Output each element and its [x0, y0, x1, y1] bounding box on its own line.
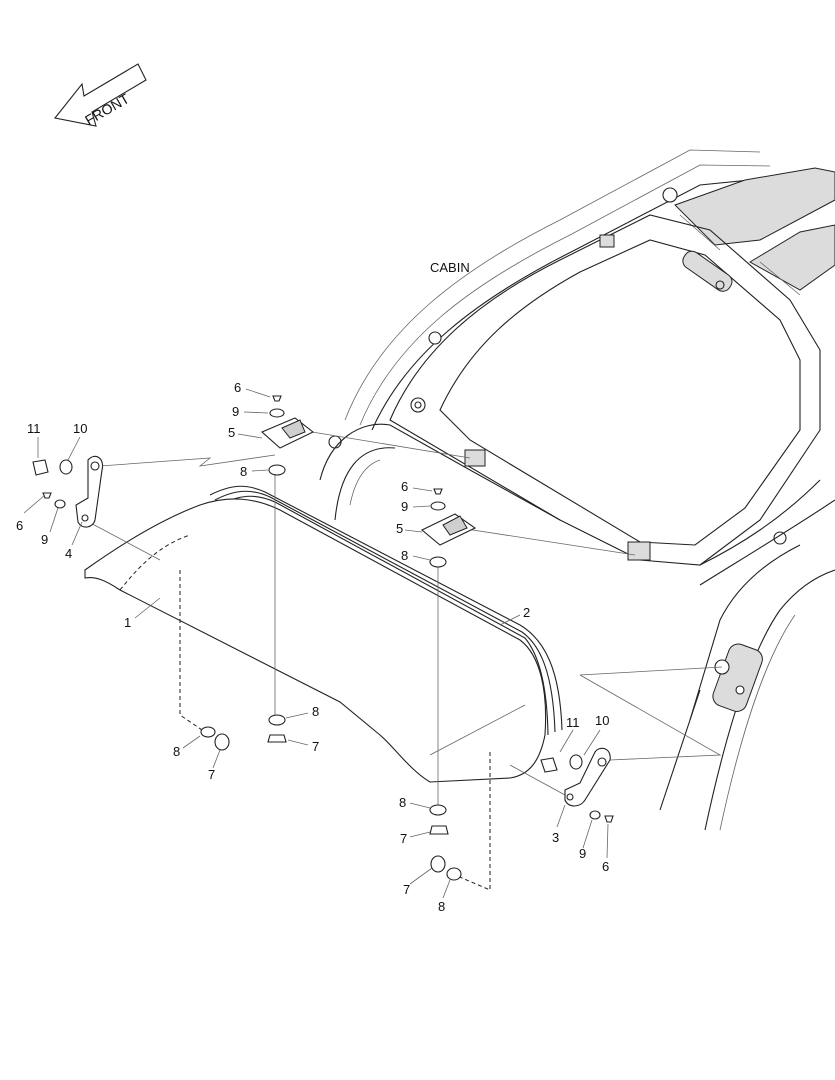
callout-5-top: 5	[228, 425, 235, 440]
callout-6-top: 6	[234, 380, 241, 395]
callout-9-left: 9	[41, 532, 48, 547]
callout-8-top: 8	[240, 464, 247, 479]
callout-7-left-bottom: 7	[208, 767, 215, 782]
callout-6-left: 6	[16, 518, 23, 533]
front-arrow-icon: FRONT	[54, 63, 147, 128]
leader-lines	[84, 429, 723, 891]
callout-2: 2	[523, 605, 530, 620]
callout-8-lower: 8	[399, 795, 406, 810]
seal-part-2	[209, 485, 563, 736]
callout-10-left: 10	[73, 421, 87, 436]
callout-numbers: 11 10 6 9 4 1 6 9 5 8 6 9 5 8 2 8 7 8 7 …	[16, 380, 609, 914]
cabin-drawing	[319, 149, 835, 831]
callout-1: 1	[124, 615, 131, 630]
callout-10-right: 10	[595, 713, 609, 728]
callout-6-mid: 6	[401, 479, 408, 494]
callout-3: 3	[552, 830, 559, 845]
hardware-mid	[420, 488, 477, 881]
left-bracket-part-4	[32, 455, 104, 528]
callout-9-top: 9	[232, 404, 239, 419]
callout-9-mid: 9	[401, 499, 408, 514]
callout-9-right: 9	[579, 846, 586, 861]
callout-leaders	[23, 388, 609, 899]
cabin-label: CABIN	[430, 260, 470, 275]
callout-6-right: 6	[602, 859, 609, 874]
callout-8-left-bottom: 8	[173, 744, 180, 759]
callout-7-bottom: 7	[403, 882, 410, 897]
callout-7-center: 7	[312, 739, 319, 754]
callout-11-left: 11	[27, 421, 41, 436]
callout-7-lower: 7	[400, 831, 407, 846]
hardware-top	[200, 395, 315, 751]
callout-11-right: 11	[566, 715, 580, 730]
cover-part-1	[84, 498, 547, 783]
right-bracket-part-3	[540, 747, 614, 823]
callout-8-mid: 8	[401, 548, 408, 563]
callout-8-center: 8	[312, 704, 319, 719]
callout-8-bottom: 8	[438, 899, 445, 914]
callout-4: 4	[65, 546, 72, 561]
callout-5-mid: 5	[396, 521, 403, 536]
